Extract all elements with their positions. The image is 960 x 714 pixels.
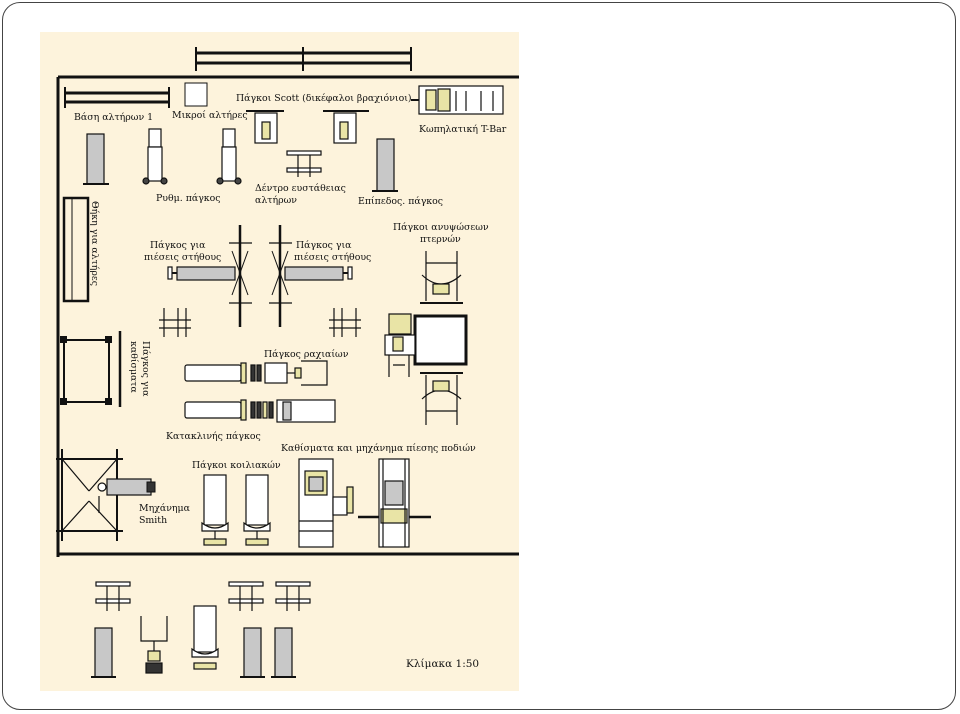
outside-stand-1 [95,581,131,611]
incline-bench-label: Κατακλινής πάγκος [166,431,261,442]
chest-press-bench-left [167,225,252,327]
chest-press-left-label-1: Πάγκος για [150,240,206,251]
dumbbell-rack-vertical-label: Θήκη για αλτήρες [89,201,100,286]
incline-bench [184,399,336,423]
adjustable-bench-1 [142,128,168,185]
outside-preacher [140,616,168,674]
flat-bench [372,138,398,192]
smith-machine-label-1: Μηχάνημα [139,503,191,514]
smith-machine-label-2: Smith [139,515,167,526]
scott-bench-left [246,110,284,144]
dumbbell-rack-vertical [62,196,90,303]
bar-rack-label: Βάση αλτήρων 1 [74,112,153,123]
adjustable-bench-label: Ρυθμ. πάγκος [156,193,221,204]
calf-raise-machine-top [420,251,463,304]
calf-raise-machine-bottom [420,372,463,425]
ab-bench-right [243,474,271,546]
smith-machine [56,449,156,541]
gym-floor-plan: Βάση αλτήρων 1 Μικροί αλτήρες Πάγκοι Sco… [40,32,519,691]
chest-press-right-label-2: πιέσεις στήθους [294,252,371,263]
calf-raise-label-1: Πάγκοι ανυψώσεων [393,222,489,233]
outside-bench-3 [271,627,296,678]
scott-bench-right [323,110,369,144]
plate-stand-right [329,308,361,337]
plate-stand-left [159,308,191,337]
outside-stand-2 [228,581,264,611]
dip-bench-label-1: Πάγκος για [140,341,151,397]
flat-bench-label: Επίπεδος. πάγκος [358,196,443,207]
outside-ab-bench [191,605,219,670]
bar-rack [64,87,170,108]
bench-top-1 [83,133,109,185]
leg-press-machine [298,458,354,548]
scott-benches-label: Πάγκοι Scott (δικέφαλοι βραχιόνιοι) [236,93,412,104]
dip-bench-label-2: καθίσματα [128,341,139,394]
adjustable-bench-2 [216,128,242,185]
calf-raise-square-platform [413,314,468,366]
back-bench-label: Πάγκος ραχιαίων [264,349,349,360]
calf-raise-label-2: πτερνών [420,234,461,245]
balance-tree-label-1: Δέντρο ευστάθειας [255,183,346,194]
room-walls [56,75,519,557]
seated-leg-press [358,458,431,548]
top-dumbbell-rack [195,47,412,71]
t-bar-row-machine [411,85,504,115]
outside-stand-3 [275,581,311,611]
t-bar-row-label: Κωπηλατική T-Bar [419,124,507,135]
chest-press-left-label-2: πιέσεις στήθους [144,252,221,263]
outside-bench-1 [91,627,116,678]
balance-tree-label-2: αλτήρων [255,195,297,206]
calf-raise-side-machine [384,313,416,377]
outside-bench-2 [240,627,265,678]
back-bench [184,360,328,386]
leg-press-label: Καθίσματα και μηχάνημα πίεσης ποδιών [281,443,476,454]
scale-label: Κλίμακα 1:50 [406,657,479,670]
ab-benches-label: Πάγκοι κοιλιακών [192,460,281,471]
small-dumbbells-box [184,82,208,107]
ab-bench-left [201,474,229,546]
chest-press-right-label-1: Πάγκος για [296,240,352,251]
chest-press-bench-right [269,225,353,327]
small-dumbbells-label: Μικροί αλτήρες [172,110,248,121]
balance-tree [286,150,322,177]
dip-bench [60,331,122,407]
